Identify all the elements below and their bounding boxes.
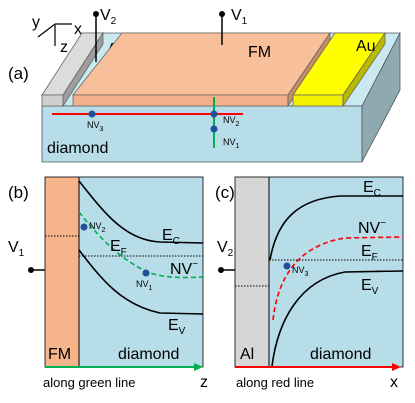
diamond-region-label-b: diamond xyxy=(118,346,179,363)
v2-label: V xyxy=(100,7,111,24)
fm-region-b xyxy=(45,177,79,367)
nv2-label-b: NV xyxy=(89,221,102,231)
svg-text:V1: V1 xyxy=(231,7,248,27)
au-label: Au xyxy=(356,38,376,55)
ev-curve-b xyxy=(78,249,204,315)
band-diagram-c: V2 NV3 EC NV− EF EV Al diamond xyxy=(217,176,404,368)
ec-label-c: E xyxy=(363,179,374,196)
svg-text:NV1: NV1 xyxy=(136,279,153,292)
nv1-label-b: NV xyxy=(136,279,149,289)
ec-label-b: E xyxy=(162,227,173,244)
svg-text:NV2: NV2 xyxy=(223,115,240,128)
svg-text:NV−: NV− xyxy=(170,259,198,278)
nv-minus-label-c: NV xyxy=(358,220,381,237)
axis-caption-b: along green line xyxy=(43,375,136,390)
nv2-dot-a xyxy=(210,110,218,118)
al-region-c xyxy=(235,177,269,367)
diamond-label-a: diamond xyxy=(47,140,108,157)
ev-curve-c xyxy=(271,270,404,367)
panel-a-label: (a) xyxy=(8,64,29,83)
svg-text:V2: V2 xyxy=(217,239,234,259)
band-diagram-b: V1 NV2 NV1 EC EF NV− EV FM diamond xyxy=(8,176,204,368)
v2-label-c: V xyxy=(217,239,228,256)
nv3-dot-a xyxy=(88,110,96,118)
svg-text:EC: EC xyxy=(363,179,381,199)
svg-text:EF: EF xyxy=(361,243,378,263)
axis-var-c: x xyxy=(390,374,398,391)
svg-text:NV3: NV3 xyxy=(292,265,309,278)
diamond-region-label-c: diamond xyxy=(310,346,371,363)
axis-var-b: z xyxy=(200,374,208,391)
nv1-label-a: NV xyxy=(223,137,236,147)
svg-text:NV2: NV2 xyxy=(89,221,106,234)
nv2-dot-b xyxy=(80,223,88,231)
svg-text:EF: EF xyxy=(110,238,127,258)
v1-label-b: V xyxy=(8,239,19,256)
ef-label-b: E xyxy=(110,238,121,255)
nv-minus-label-b: NV xyxy=(170,261,193,278)
axis-caption-c: along red line xyxy=(236,375,314,390)
nv-minus-curve-b xyxy=(78,211,204,279)
ef-label-c: E xyxy=(361,243,372,260)
nv3-label-a: NV xyxy=(87,120,100,130)
axis-x-label: x xyxy=(74,21,82,38)
svg-text:NV3: NV3 xyxy=(87,120,104,133)
nv1-dot-b xyxy=(142,269,150,277)
nv2-label-a: NV xyxy=(223,115,236,125)
axes-3d: y x z xyxy=(32,14,82,56)
nv3-dot-c xyxy=(283,262,291,270)
svg-text:EC: EC xyxy=(162,227,180,247)
v2-probe: V2 xyxy=(93,7,117,62)
axis-c: along red line x xyxy=(235,363,401,391)
nv-minus-curve-c xyxy=(272,236,404,321)
svg-text:EV: EV xyxy=(361,277,379,297)
svg-text:NV−: NV− xyxy=(358,218,386,237)
v1-probe: V1 xyxy=(219,7,248,45)
ev-label-b: E xyxy=(168,317,179,334)
ec-curve-b xyxy=(78,180,204,244)
panel-b-label: (b) xyxy=(8,183,29,202)
svg-text:V2: V2 xyxy=(100,7,117,27)
fm-electrode xyxy=(72,31,331,108)
panel-c-label: (c) xyxy=(215,183,235,202)
fm-region-label-b: FM xyxy=(48,346,71,363)
svg-text:EV: EV xyxy=(168,317,186,337)
nv3-label-c: NV xyxy=(292,265,305,275)
svg-text:NV1: NV1 xyxy=(223,137,240,150)
svg-text:V1: V1 xyxy=(8,239,25,259)
axis-b: along green line z xyxy=(43,363,208,391)
axis-y-label: y xyxy=(32,14,40,31)
al-electrode xyxy=(41,31,104,108)
axis-z-label: z xyxy=(60,39,68,56)
ec-curve-c xyxy=(269,195,403,261)
diamond-region-b xyxy=(79,177,203,367)
v2-sub: 2 xyxy=(111,16,117,27)
v1-sub: 1 xyxy=(242,16,248,27)
ev-label-c: E xyxy=(361,277,372,294)
al-region-label-c: Al xyxy=(240,346,254,363)
nv1-dot-a xyxy=(210,125,218,133)
au-electrode xyxy=(292,31,386,108)
fm-label: FM xyxy=(248,44,271,61)
v1-label: V xyxy=(231,7,242,24)
